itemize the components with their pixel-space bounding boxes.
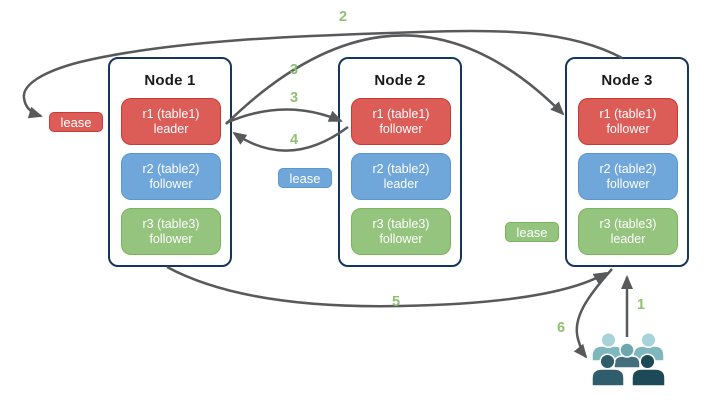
lease-badge-r3: lease [505, 222, 559, 242]
lease-badge-r2: lease [278, 168, 332, 188]
replica-range-label: r3 (table3) [142, 216, 200, 231]
node-2: Node 2 r1 (table1) follower r2 (table2) … [338, 57, 462, 267]
node-3: Node 3 r1 (table1) follower r2 (table2) … [565, 57, 689, 267]
node1-replica-r2-follower: r2 (table2) follower [121, 153, 221, 200]
replica-role-label: follower [149, 231, 193, 246]
node3-replica-r2-follower: r2 (table2) follower [578, 153, 678, 200]
replica-role-label: leader [610, 231, 646, 246]
replica-range-label: r3 (table3) [599, 216, 657, 231]
arrow-5-leaseholder-to-gateway [166, 265, 608, 308]
lease-badge-r1: lease [49, 112, 103, 132]
node3-replica-r1-follower: r1 (table1) follower [578, 98, 678, 145]
replica-range-label: r2 (table2) [372, 161, 430, 176]
replica-role-label: follower [606, 176, 650, 191]
replica-range-label: r1 (table1) [142, 106, 200, 121]
step-label-5: 5 [391, 294, 401, 310]
arrow-6-gateway-to-user [573, 268, 613, 359]
node-2-title: Node 2 [374, 72, 426, 89]
node2-replica-r3-follower: r3 (table3) follower [351, 208, 451, 255]
replica-range-label: r1 (table1) [372, 106, 430, 121]
node-1: Node 1 r1 (table1) leader r2 (table2) fo… [108, 57, 232, 267]
node-3-title: Node 3 [601, 72, 653, 89]
replica-range-label: r2 (table2) [599, 161, 657, 176]
replica-range-label: r1 (table1) [599, 106, 657, 121]
node3-replica-r3-leader: r3 (table3) leader [578, 208, 678, 255]
users-icon [591, 331, 666, 387]
replica-range-label: r3 (table3) [372, 216, 430, 231]
replica-range-label: r2 (table2) [142, 161, 200, 176]
step-label-2: 2 [338, 9, 348, 25]
step-label-3a: 3 [289, 62, 299, 78]
replica-role-label: follower [379, 121, 423, 136]
replica-role-label: follower [379, 231, 423, 246]
replica-role-label: leader [153, 121, 189, 136]
replica-role-label: follower [149, 176, 193, 191]
arrow-3-leader-to-node2-follower [225, 108, 343, 125]
step-label-4: 4 [289, 132, 299, 148]
node2-replica-r2-leader: r2 (table2) leader [351, 153, 451, 200]
node1-replica-r3-follower: r3 (table3) follower [121, 208, 221, 255]
step-label-1: 1 [636, 297, 646, 313]
node1-replica-r1-leader: r1 (table1) leader [121, 98, 221, 145]
node2-replica-r1-follower: r1 (table1) follower [351, 98, 451, 145]
replica-role-label: leader [383, 176, 419, 191]
step-label-3b: 3 [289, 90, 299, 106]
node-1-title: Node 1 [144, 72, 196, 89]
replica-role-label: follower [606, 121, 650, 136]
step-label-6: 6 [556, 320, 566, 336]
